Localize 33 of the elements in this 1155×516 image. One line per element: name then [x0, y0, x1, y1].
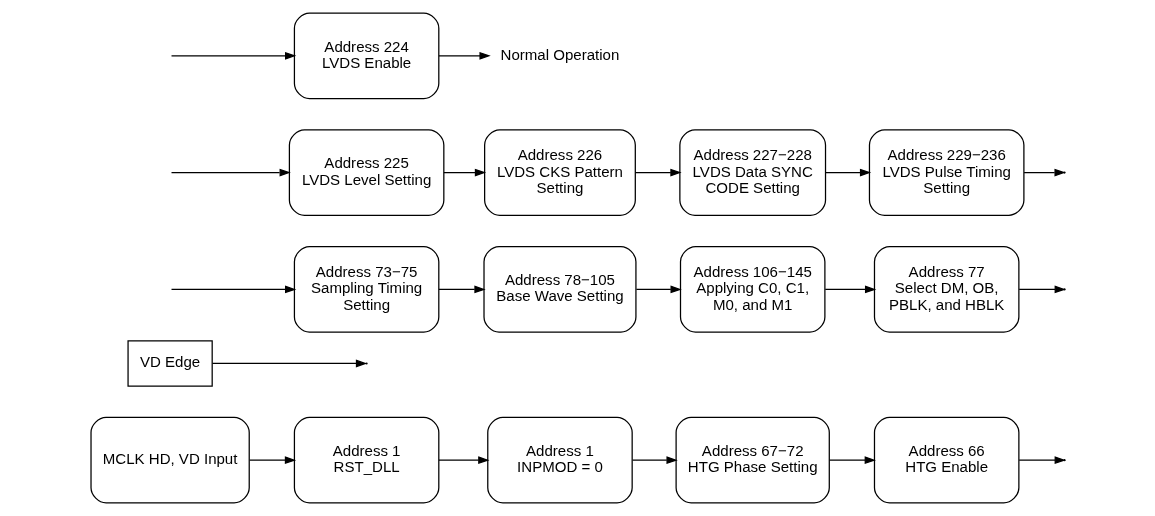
arrow: [437, 456, 489, 465]
node-text: Normal Operation: [500, 45, 619, 63]
arrow: [170, 285, 296, 294]
arrow: [824, 285, 876, 294]
arrow: [1018, 456, 1066, 465]
node-box: Address 229−236 LVDS Pulse Timing Setting: [868, 129, 1025, 216]
node-box: VD Edge: [126, 340, 213, 387]
arrow: [1023, 168, 1066, 177]
arrow: [442, 168, 486, 177]
arrow: [631, 456, 678, 465]
node-box: Address 67−72 HTG Phase Setting: [675, 416, 830, 504]
node-box: Address 227−228 LVDS Data SYNC CODE Setting: [678, 129, 826, 216]
arrow: [828, 456, 876, 465]
arrow: [635, 285, 682, 294]
node-box: Address 1 RST_DLL: [293, 416, 439, 504]
node-box: Address 73−75 Sampling Timing Setting: [293, 246, 439, 333]
arrow: [211, 359, 367, 368]
node-box: Address 226 LVDS CKS Pattern Setting: [483, 129, 636, 216]
arrow: [170, 51, 296, 60]
arrow: [824, 168, 871, 177]
arrow: [437, 285, 486, 294]
arrow: [437, 51, 491, 60]
node-box: Address 66 HTG Enable: [873, 416, 1019, 504]
node-box: MCLK HD, VD Input: [89, 416, 250, 504]
node-box: Address 1 INPMOD = 0: [486, 416, 633, 504]
arrow: [248, 456, 296, 465]
arrow: [170, 168, 291, 177]
node-box: Address 225 LVDS Level Setting: [288, 129, 444, 216]
node-box: Address 224 LVDS Enable: [293, 12, 439, 100]
arrow: [634, 168, 682, 177]
node-box: Address 78−105 Base Wave Setting: [482, 246, 637, 333]
node-box: Address 106−145 Applying C0, C1, M0, and M1: [679, 246, 825, 333]
node-box: Address 77 Select DM, OB, PBLK, and HBLK: [873, 246, 1019, 333]
